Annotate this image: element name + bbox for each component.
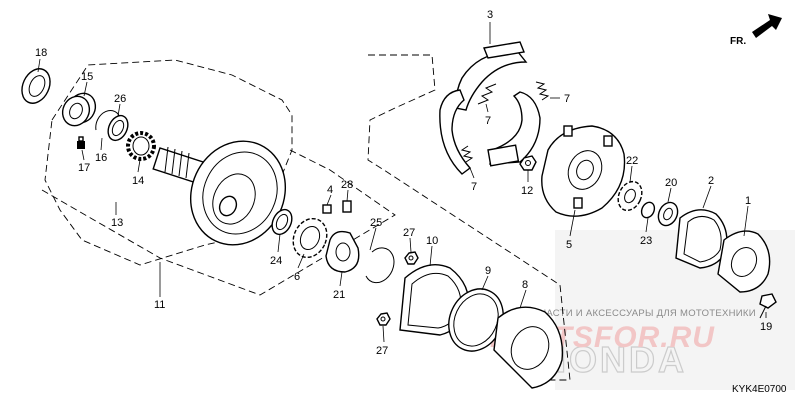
- part-1-cover: [717, 230, 771, 293]
- callout-3: 3: [487, 9, 493, 21]
- part-2-gasket: [675, 209, 728, 269]
- front-direction-label: FR.: [730, 36, 746, 47]
- callout-5: 5: [566, 239, 572, 251]
- callout-26: 26: [114, 93, 126, 105]
- part-13-clutch-outer: [152, 140, 287, 246]
- callout-22: 22: [626, 155, 638, 167]
- part-20-nut: [657, 201, 679, 227]
- diagram-code: KYK4E0700: [732, 384, 787, 395]
- part-8-plate: [493, 306, 564, 389]
- callout-23: 23: [640, 235, 652, 247]
- callout-11: 11: [154, 299, 165, 311]
- callout-2: 2: [708, 175, 714, 187]
- callout-28: 28: [341, 179, 353, 191]
- callout-20: 20: [665, 177, 677, 189]
- callout-6: 6: [294, 271, 300, 283]
- callout-24: 24: [270, 255, 282, 267]
- part-5-drive-plate: [541, 125, 626, 217]
- part-17-pin: [77, 136, 85, 149]
- part-18-seal: [21, 68, 51, 104]
- part-25-snap-ring: [365, 247, 395, 284]
- watermark-brand: HONDA: [540, 339, 687, 380]
- part-12-nut: [519, 155, 537, 171]
- callout-12: 12: [521, 185, 533, 197]
- callout-4: 4: [327, 184, 333, 196]
- front-arrow-icon: [752, 14, 782, 38]
- callout-27a: 27: [403, 227, 415, 239]
- callout-25: 25: [370, 217, 382, 229]
- callout-17: 17: [78, 162, 90, 174]
- part-21-side-plate: [325, 230, 360, 273]
- part-14-gear: [126, 131, 156, 161]
- part-26-washer: [107, 114, 129, 142]
- callout-labels: 18 15 26 16 17 14 13 11 3 7 7 7 12 5 22 …: [35, 9, 772, 357]
- group-3-outline: [367, 54, 571, 381]
- part-27-nut-lower: [376, 312, 391, 326]
- callout-19: 19: [760, 321, 772, 333]
- part-3-clutch-shoes: [439, 41, 541, 175]
- part-23-washer: [640, 201, 656, 219]
- part-19-bolt: [759, 293, 777, 319]
- callout-18: 18: [35, 47, 47, 59]
- front-direction-indicator: FR.: [730, 14, 782, 47]
- part-6-one-way-clutch: [292, 217, 328, 259]
- part-28-roller: [342, 200, 352, 213]
- part-24-ring: [271, 208, 293, 236]
- callout-10: 10: [426, 235, 438, 247]
- callout-7b: 7: [564, 93, 570, 105]
- callout-16: 16: [95, 152, 107, 164]
- callout-7a: 7: [485, 115, 491, 127]
- callout-15: 15: [81, 71, 93, 83]
- part-4-spring: [322, 204, 332, 214]
- leader-lines: [37, 22, 767, 343]
- callout-27b: 27: [376, 345, 388, 357]
- callout-21: 21: [333, 289, 345, 301]
- part-7-springs: [460, 81, 550, 163]
- part-15-bearing: [61, 92, 97, 127]
- callout-8: 8: [522, 279, 528, 291]
- callout-13: 13: [111, 217, 123, 229]
- callout-1: 1: [745, 195, 751, 207]
- part-22-nut: [617, 180, 643, 212]
- callout-9: 9: [485, 265, 491, 277]
- watermark-caption: ЗАПЧАСТИ И АКСЕССУАРЫ ДЛЯ МОТОТЕХНИКИ: [520, 308, 756, 319]
- callout-14: 14: [132, 175, 144, 187]
- part-27-nut-upper: [404, 251, 419, 265]
- callout-7c: 7: [471, 181, 477, 193]
